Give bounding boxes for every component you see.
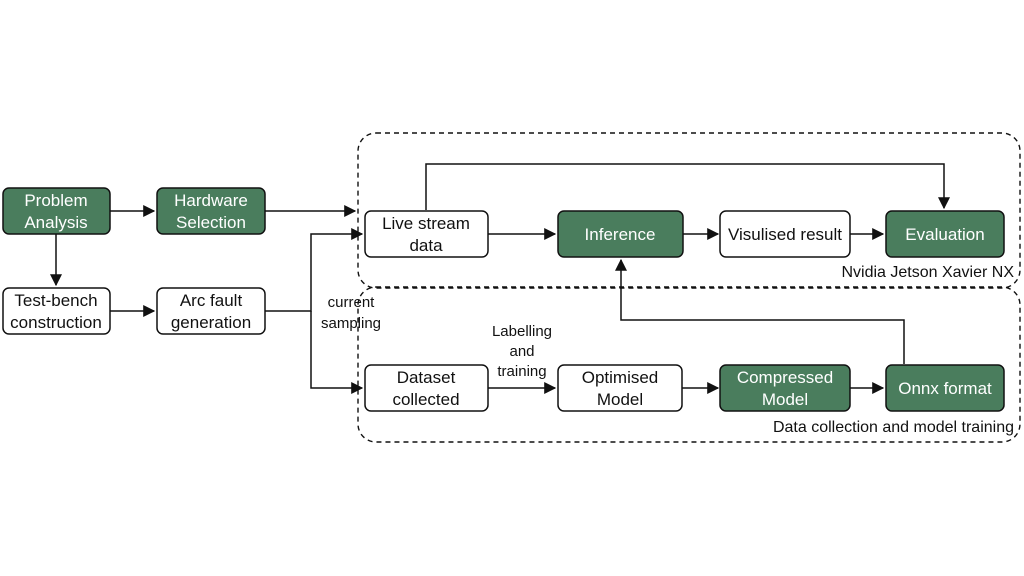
node-optimised-model: Optimised Model: [557, 364, 683, 412]
node-arc-fault-line2: generation: [171, 313, 251, 332]
node-visualised-result-line1: Visulised result: [728, 225, 842, 244]
node-test-bench: Test-bench construction: [2, 287, 111, 335]
edge-label-labelling-training: Labelling and training: [492, 323, 552, 380]
edge-arcfault-to-livestream: [265, 228, 364, 312]
node-test-bench-line1: Test-bench: [14, 291, 97, 310]
node-hardware-selection-box: [156, 187, 266, 235]
node-test-bench-box: [2, 287, 111, 335]
node-live-stream-box: [364, 210, 489, 258]
edge-onnx-to-inference: [615, 258, 905, 364]
node-hardware-selection-line1: Hardware: [174, 191, 248, 210]
node-evaluation-line1: Evaluation: [905, 225, 984, 244]
node-evaluation: Evaluation: [885, 210, 1005, 258]
node-live-stream: Live stream data: [364, 210, 489, 258]
node-evaluation-box: [885, 210, 1005, 258]
node-visualised-result-box: [719, 210, 851, 258]
node-live-stream-line2: data: [409, 236, 443, 255]
node-problem-analysis-box: [2, 187, 111, 235]
node-dataset-collected-line2: collected: [392, 390, 459, 409]
group-jetson: Nvidia Jetson Xavier NX: [357, 132, 1021, 289]
node-optimised-model-box: [557, 364, 683, 412]
edge-label-current-sampling-line1: current: [328, 294, 376, 311]
group-jetson-border: [357, 132, 1021, 289]
node-hardware-selection-line2: Selection: [176, 213, 246, 232]
node-optimised-model-line1: Optimised: [582, 368, 659, 387]
edge-label-labelling-training-line3: training: [497, 363, 546, 380]
node-compressed-model-line1: Compressed: [737, 368, 833, 387]
edge-label-labelling-training-line2: and: [509, 343, 534, 360]
node-problem-analysis-line2: Analysis: [24, 213, 87, 232]
edges: [50, 163, 950, 394]
edge-label-current-sampling-line2: sampling: [321, 315, 381, 332]
node-inference-box: [557, 210, 684, 258]
node-problem-analysis-line1: Problem: [24, 191, 87, 210]
node-compressed-model-box: [719, 364, 851, 412]
edge-livestream-to-evaluation: [425, 163, 950, 210]
node-dataset-collected-box: [364, 364, 489, 412]
node-problem-analysis: Problem Analysis: [2, 187, 111, 235]
group-training: Data collection and model training: [357, 286, 1021, 443]
edge-label-current-sampling: current sampling: [321, 294, 381, 332]
node-hardware-selection: Hardware Selection: [156, 187, 266, 235]
node-onnx-format-line1: Onnx format: [898, 379, 992, 398]
group-training-label: Data collection and model training: [773, 419, 1014, 436]
edge-arcfault-to-dataset: [310, 311, 364, 394]
node-compressed-model-line2: Model: [762, 390, 808, 409]
node-optimised-model-line2: Model: [597, 390, 643, 409]
node-arc-fault-line1: Arc fault: [180, 291, 243, 310]
edge-label-labelling-training-line1: Labelling: [492, 323, 552, 340]
node-onnx-format: Onnx format: [885, 364, 1005, 412]
group-jetson-label: Nvidia Jetson Xavier NX: [841, 264, 1014, 281]
node-visualised-result: Visulised result: [719, 210, 851, 258]
node-arc-fault-box: [156, 287, 266, 335]
node-inference-line1: Inference: [585, 225, 656, 244]
node-arc-fault: Arc fault generation: [156, 287, 266, 335]
node-test-bench-line2: construction: [10, 313, 102, 332]
node-inference: Inference: [557, 210, 684, 258]
node-live-stream-line1: Live stream: [382, 214, 470, 233]
node-dataset-collected: Dataset collected: [364, 364, 489, 412]
node-dataset-collected-line1: Dataset: [397, 368, 456, 387]
group-training-border: [357, 286, 1021, 443]
node-onnx-format-box: [885, 364, 1005, 412]
node-compressed-model: Compressed Model: [719, 364, 851, 412]
